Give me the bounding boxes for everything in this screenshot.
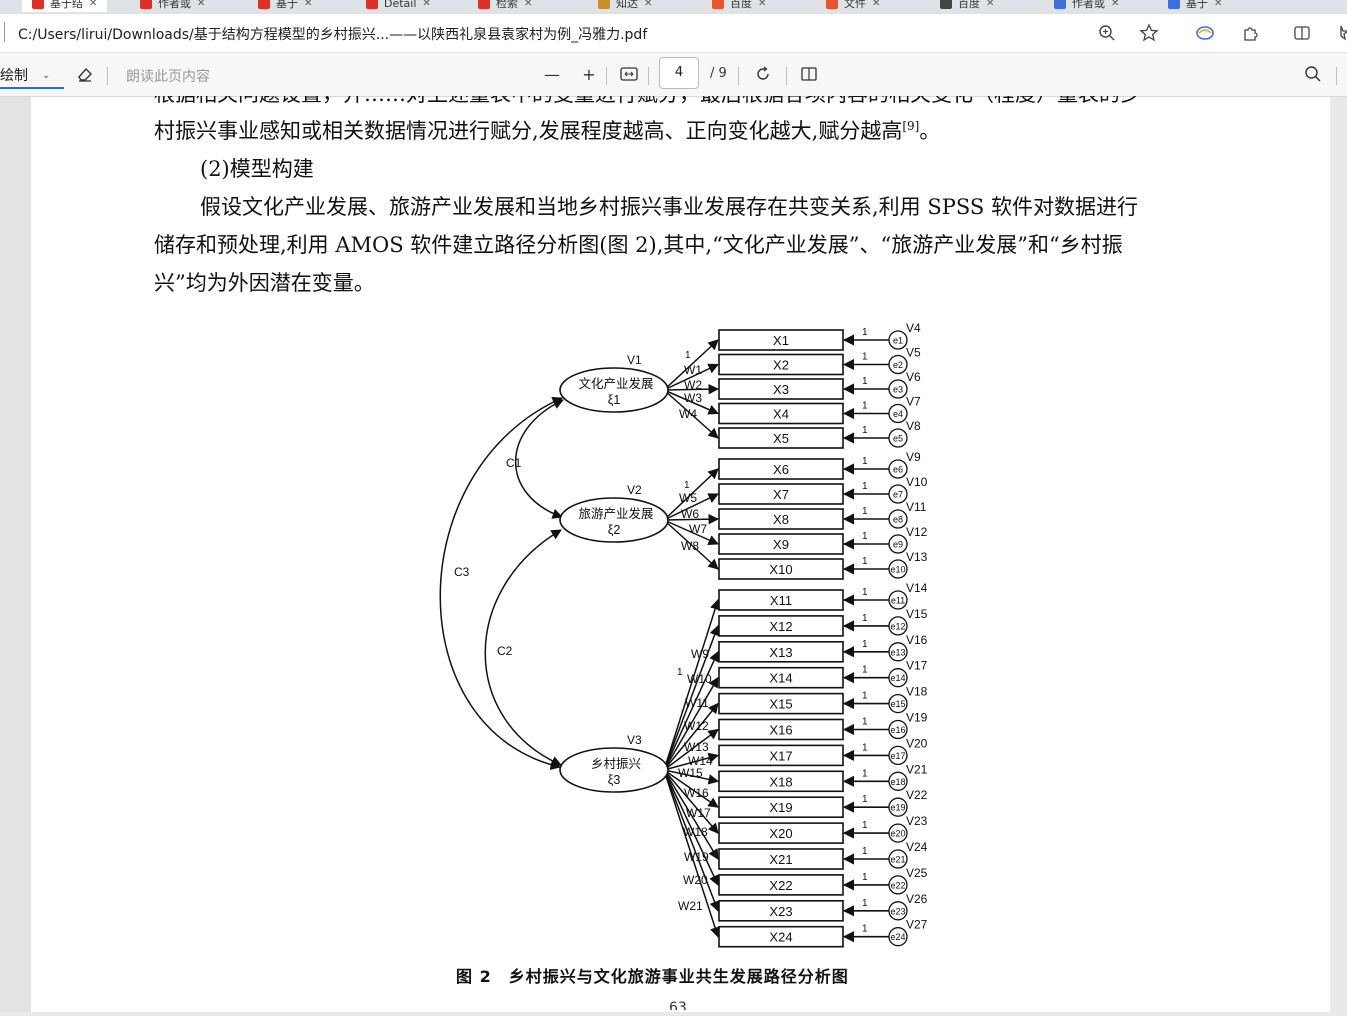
close-icon[interactable]: ✕ <box>197 0 206 9</box>
tab-label: 百度 <box>958 0 980 10</box>
tab-label: 知达 <box>616 0 638 10</box>
toolbar-divider <box>1336 67 1337 85</box>
toolbar-divider <box>738 67 739 85</box>
viewer-background <box>0 97 31 1012</box>
browser-tab[interactable]: 作者或 ✕ <box>1054 0 1119 12</box>
text-line-cut: 根据相关问题设置，并……对上述量表中的变量进行赋分，最后根据各项内容的相关变化（… <box>154 96 1141 108</box>
close-icon[interactable]: ✕ <box>872 0 881 9</box>
tab-favicon-icon <box>826 0 838 9</box>
browser-tab[interactable]: 基于 ✕ <box>258 0 312 12</box>
read-aloud-button[interactable]: 朗读此页内容 <box>126 69 210 85</box>
chevron-down-icon: ⌄ <box>42 69 51 81</box>
close-icon[interactable]: ✕ <box>644 0 653 9</box>
tab-strip: 基于结 ✕ 作者或 ✕ 基于 ✕ Detail ✕ 检索 ✕ 知达 ✕ 百度 ✕ 文件 ✕ 百度 ✕ 作者或 ✕ 基于 ✕ <box>0 0 1347 14</box>
browser-tab[interactable]: 基于结 ✕ <box>22 0 108 12</box>
tab-label: 基于 <box>1186 0 1208 10</box>
address-divider <box>4 22 5 42</box>
figure-caption: 图 2 乡村振兴与文化旅游事业共生发展路径分析图 <box>456 967 849 986</box>
favorites-bar-icon[interactable] <box>1330 22 1347 44</box>
close-icon[interactable]: ✕ <box>89 0 98 9</box>
search-icon[interactable] <box>1302 63 1324 85</box>
tab-label: 文件 <box>844 0 866 10</box>
tab-favicon-icon <box>940 0 952 9</box>
tab-label: Detail <box>384 0 417 10</box>
close-icon[interactable]: ✕ <box>758 0 767 9</box>
rotate-icon[interactable] <box>752 63 774 85</box>
tab-favicon-icon <box>598 0 610 9</box>
page-number: 63 <box>669 1000 687 1016</box>
pdf-toolbar: 绘制 ⌄ 朗读此页内容 — + 4 / 9 <box>0 53 1347 97</box>
browser-tab[interactable]: 检索 ✕ <box>478 0 532 12</box>
paragraph-line: 假设文化产业发展、旅游产业发展和当地乡村振兴事业发展存在共变关系,利用 SPSS… <box>200 195 1138 219</box>
tab-label: 基于 <box>276 0 298 10</box>
split-screen-icon[interactable] <box>1291 22 1313 44</box>
tab-favicon-icon <box>1054 0 1066 9</box>
text-line-end: 。 <box>919 119 941 143</box>
toolbar-divider <box>786 67 787 85</box>
zoom-out-icon[interactable]: — <box>544 64 560 84</box>
collections-icon[interactable] <box>1194 22 1216 44</box>
toolbar-divider <box>648 67 649 85</box>
tab-favicon-icon <box>1168 0 1180 9</box>
browser-tab[interactable]: 作者或 ✕ <box>140 0 205 12</box>
close-icon[interactable]: ✕ <box>986 0 995 9</box>
extensions-icon[interactable] <box>1240 22 1262 44</box>
close-icon[interactable]: ✕ <box>1214 0 1223 9</box>
address-bar: C:/Users/lirui/Downloads/基于结构方程模型的乡村振兴..… <box>0 14 1347 53</box>
text-line-body: 村振兴事业感知或相关数据情况进行赋分,发展程度越高、正向变化越大,赋分越高 <box>154 119 903 143</box>
close-icon[interactable]: ✕ <box>524 0 533 9</box>
eraser-icon[interactable] <box>76 63 94 85</box>
browser-tab[interactable]: 知达 ✕ <box>598 0 652 12</box>
paragraph-line: 储存和预处理,利用 AMOS 软件建立路径分析图(图 2),其中,“文化产业发展… <box>154 233 1123 257</box>
reference-mark: [9] <box>902 119 920 133</box>
tab-favicon-icon <box>140 0 152 9</box>
browser-tab[interactable]: 百度 ✕ <box>712 0 766 12</box>
text-line: 村振兴事业感知或相关数据情况进行赋分,发展程度越高、正向变化越大,赋分越高[9]… <box>154 115 940 145</box>
zoom-icon[interactable] <box>1096 22 1118 44</box>
tab-favicon-icon <box>258 0 270 9</box>
page-view-icon[interactable] <box>798 63 820 85</box>
toolbar-divider <box>107 67 108 85</box>
total-pages: / 9 <box>710 66 727 81</box>
browser-tab[interactable]: 基于 ✕ <box>1168 0 1222 12</box>
paragraph-line: 兴”均为外因潜在变量。 <box>154 271 375 295</box>
section-heading: (2)模型构建 <box>200 157 314 181</box>
close-icon[interactable]: ✕ <box>422 0 431 9</box>
url-field[interactable]: C:/Users/lirui/Downloads/基于结构方程模型的乡村振兴..… <box>18 27 648 43</box>
draw-button[interactable]: 绘制 ⌄ <box>0 63 64 89</box>
fit-width-icon[interactable] <box>618 63 640 85</box>
tab-label: 检索 <box>496 0 518 10</box>
browser-tab[interactable]: 百度 ✕ <box>940 0 994 12</box>
tab-label: 作者或 <box>1072 0 1105 10</box>
browser-tab[interactable]: 文件 ✕ <box>826 0 880 12</box>
close-icon[interactable]: ✕ <box>1111 0 1120 9</box>
zoom-in-icon[interactable]: + <box>582 64 596 84</box>
favorite-star-icon[interactable] <box>1138 22 1160 44</box>
tab-favicon-icon <box>366 0 378 9</box>
page-number-input[interactable]: 4 <box>659 57 699 89</box>
tab-favicon-icon <box>712 0 724 9</box>
tab-favicon-icon <box>32 0 44 9</box>
tab-label: 百度 <box>730 0 752 10</box>
tab-label: 基于结 <box>50 0 83 10</box>
tab-label: 作者或 <box>158 0 191 10</box>
close-icon[interactable]: ✕ <box>304 0 313 9</box>
browser-tab[interactable]: Detail ✕ <box>366 0 431 12</box>
tab-favicon-icon <box>478 0 490 9</box>
toolbar-divider <box>606 67 607 85</box>
draw-label: 绘制 <box>0 68 28 84</box>
